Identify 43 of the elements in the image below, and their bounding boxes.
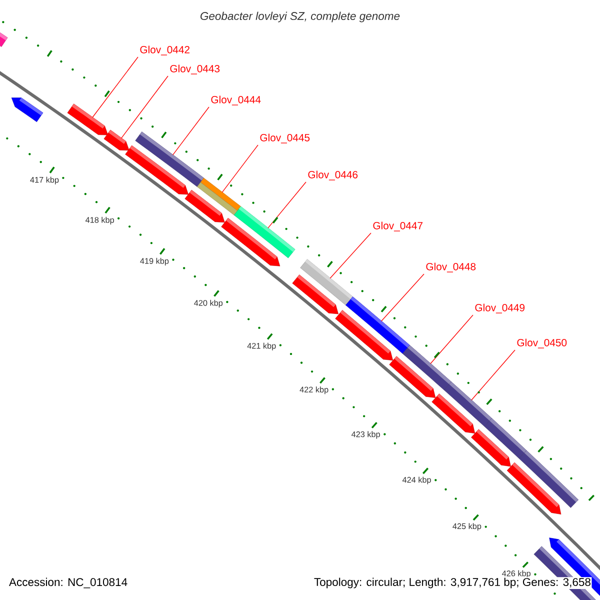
leader-line: [330, 232, 372, 279]
gene-bar: [300, 259, 353, 306]
leader-line: [121, 76, 168, 138]
title: Geobacter lovleyi SZ, complete genome: [200, 12, 400, 22]
gene-bar: [518, 450, 578, 508]
leader-line: [222, 144, 258, 193]
gene-label: Glov_0450: [517, 338, 567, 348]
scale-label: 418 kbp: [86, 216, 114, 224]
scale-label: 426 kbp: [502, 570, 531, 578]
leader-line: [172, 106, 210, 156]
gene-label: Glov_0449: [475, 304, 525, 314]
gene-label: Glov_0446: [308, 170, 358, 180]
scale-label: 422 kbp: [300, 386, 328, 394]
gene-block: [104, 130, 130, 151]
scale-label: 423 kbp: [351, 431, 380, 439]
gene-label: Glov_0447: [373, 222, 422, 232]
gene-label: Glov_0448: [426, 262, 476, 272]
gene-label: Glov_0444: [211, 96, 261, 106]
gene-bar: [234, 206, 296, 258]
gene-block: [11, 98, 44, 122]
gene-bar: [135, 132, 204, 187]
genome-info-text: Topology: circular; Length: 3,917,761 bp; Genes: 3,658: [314, 578, 590, 588]
gene-label: Glov_0445: [260, 134, 310, 144]
accession-text: Accession: NC_010814: [9, 578, 128, 588]
leader-line: [430, 314, 474, 364]
gene-bar: [402, 345, 452, 390]
leader-line: [471, 350, 516, 400]
gene-bar: [346, 296, 410, 354]
scale-label: 421 kbp: [247, 342, 276, 350]
gene-label: Glov_0443: [170, 64, 220, 74]
gene-label: Glov_0442: [140, 46, 190, 56]
gene-bar: [444, 382, 492, 427]
gene-block: [67, 104, 108, 136]
gene-bar: [484, 418, 527, 459]
scale-label: 419 kbp: [140, 258, 169, 266]
leader-line: [92, 56, 138, 118]
scale-label: 424 kbp: [402, 476, 431, 484]
scale-label: 425 kbp: [452, 523, 482, 531]
leader-line: [268, 182, 306, 228]
gene-bar: [197, 178, 241, 216]
scale-label: 420 kbp: [194, 300, 223, 308]
scale-label: 417 kbp: [30, 176, 59, 184]
leader-line: [381, 274, 424, 322]
